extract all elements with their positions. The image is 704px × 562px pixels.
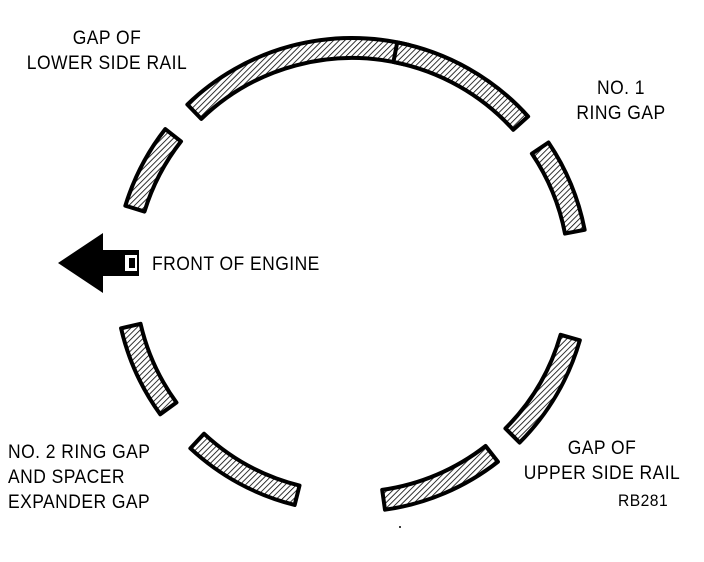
no1-ring-gap-label: NO. 1 RING GAP <box>561 76 681 126</box>
segment-top-left <box>185 36 412 121</box>
upper-side-rail-gap-label-line2: UPPER SIDE RAIL <box>523 463 681 484</box>
no1-ring-gap-label-line2: RING GAP <box>576 103 666 124</box>
upper-side-rail-gap-label: GAP OF UPPER SIDE RAIL <box>510 436 694 486</box>
lower-side-rail-gap-label-line2: LOWER SIDE RAIL <box>26 53 188 74</box>
upper-side-rail-gap-label-line1: GAP OF <box>567 438 637 459</box>
segment-bottom-right <box>380 443 500 512</box>
segment-right-upper <box>529 140 587 236</box>
no2-ring-gap-label-line3: EXPANDER GAP <box>8 492 151 513</box>
segment-top-right <box>391 40 531 132</box>
segment-left-lower <box>119 321 179 417</box>
segment-left-upper <box>123 127 184 214</box>
no2-ring-gap-label: NO. 2 RING GAP AND SPACER EXPANDER GAP <box>8 440 150 515</box>
segment-right-lower <box>503 332 582 445</box>
figure-code: RB281 <box>618 491 669 510</box>
stray-dot <box>399 526 401 528</box>
front-of-engine-label: FRONT OF ENGINE <box>152 254 320 275</box>
front-arrow-icon <box>58 233 139 293</box>
ring-segments <box>119 36 587 512</box>
no2-ring-gap-label-line2: AND SPACER <box>8 467 125 488</box>
segment-bottom-left <box>188 431 302 507</box>
no2-ring-gap-label-line1: NO. 2 RING GAP <box>8 442 151 463</box>
no1-ring-gap-label-line1: NO. 1 <box>597 78 645 99</box>
lower-side-rail-gap-label-line1: GAP OF <box>72 28 142 49</box>
lower-side-rail-gap-label: GAP OF LOWER SIDE RAIL <box>20 26 195 76</box>
